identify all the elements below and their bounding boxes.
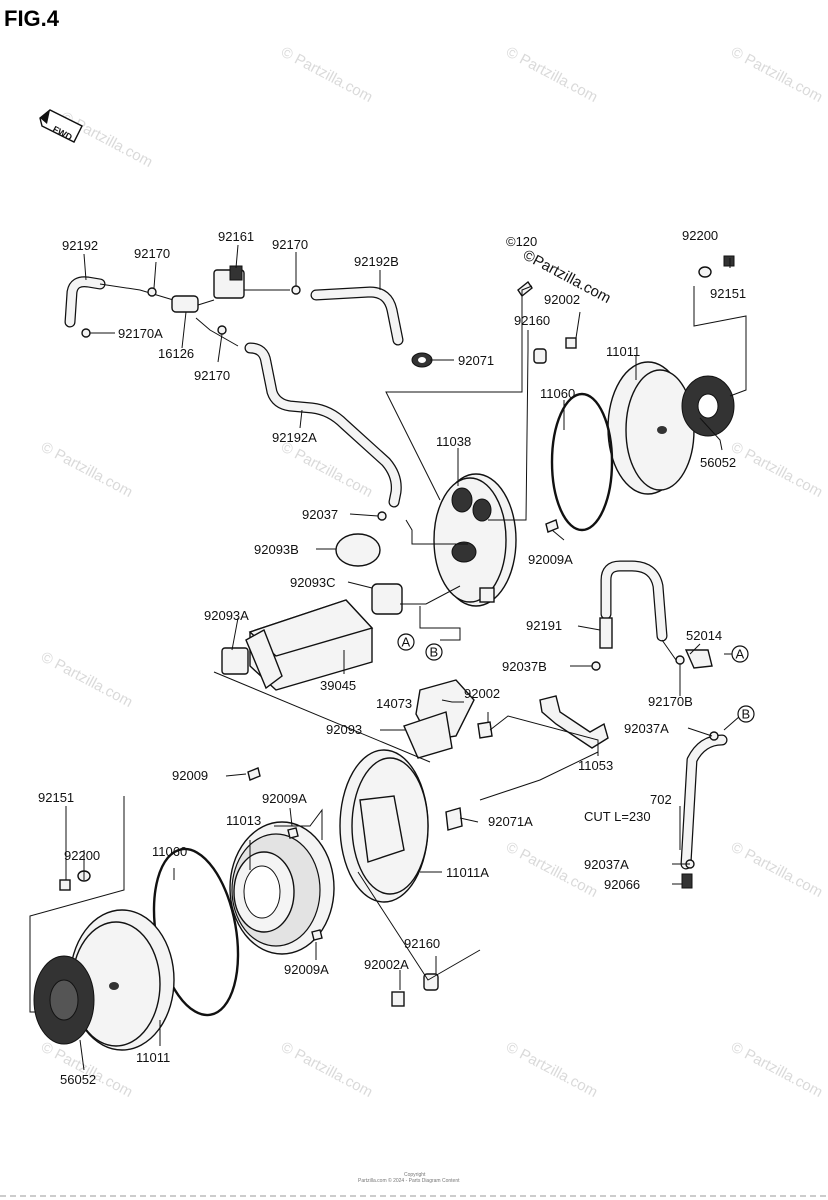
vacuum-hose-assembly [64, 265, 433, 508]
hose-702 [680, 731, 728, 889]
watermark-7: © Partzilla.com [728, 439, 825, 501]
callout-11038: 11038 [436, 434, 471, 449]
callout-92093B: 92093B [254, 542, 299, 557]
callout-92151-low: 92151 [38, 790, 74, 805]
callout-92192B: 92192B [354, 254, 399, 269]
callout-92037B: 92037B [502, 659, 547, 674]
bolt-92009A-top [545, 519, 559, 533]
callout-92002: 92002 [544, 292, 580, 307]
callout-52014: 52014 [686, 628, 722, 643]
reference-markers: A B A B [397, 633, 755, 723]
watermark-6: © Partzilla.com [278, 439, 375, 501]
ref-a-label-2: A [736, 647, 745, 662]
callout-92160-top: 92160 [514, 313, 550, 328]
gasket-92093B [335, 533, 381, 567]
backing-plate-11038 [433, 473, 517, 607]
footer-copyright-2: Partzilla.com © 2024 - Parts Diagram Con… [358, 1177, 460, 1184]
ref-b-marker-2 [737, 705, 755, 723]
callout-92192: 92192 [62, 238, 98, 253]
watermark-5: © Partzilla.com [38, 439, 135, 501]
callout-92037: 92037 [302, 507, 338, 522]
callout-92009A-top: 92009A [528, 552, 573, 567]
callout-cut-length: CUT L=230 [584, 809, 651, 824]
callout-56052-top: 56052 [700, 455, 736, 470]
watermark-12: © Partzilla.com [278, 1039, 375, 1101]
watermark-3: © Partzilla.com [503, 44, 600, 106]
resonator-39045 [221, 599, 374, 691]
callout-92071: 92071 [458, 353, 494, 368]
bracket-11053 [539, 695, 609, 749]
callout-11011-low: 11011 [136, 1050, 170, 1065]
ref-b-marker-1 [425, 643, 443, 661]
low-fasteners [59, 767, 439, 1007]
callout-92009: 92009 [172, 768, 208, 783]
callout-11011-top: 11011 [606, 344, 640, 359]
ref-a-marker-2 [731, 645, 749, 663]
ref-a-marker-1 [397, 633, 415, 651]
callout-92009A-low: 92009A [284, 962, 329, 977]
filter-mesh-56052-low [33, 955, 95, 1045]
callout-92200-low: 92200 [64, 848, 100, 863]
callout-120: ©120 [506, 234, 537, 249]
watermark-8: © Partzilla.com [38, 649, 135, 711]
callout-92002A: 92002A [364, 957, 409, 972]
callout-92071A: 92071A [488, 814, 533, 829]
clamp-92037 [377, 511, 387, 521]
gasket-92093C [371, 583, 403, 615]
callout-92009A-mid: 92009A [262, 791, 307, 806]
callout-56052-low: 56052 [60, 1072, 96, 1087]
callout-92037A-top: 92037A [624, 721, 669, 736]
callout-11053: 11053 [578, 758, 613, 773]
leader-lines [29, 244, 747, 1071]
callout-11011A: 11011A [446, 865, 489, 880]
callout-92170-mid: 92170 [272, 237, 308, 252]
callout-92170-low: 92170 [194, 368, 230, 383]
callout-14073: 14073 [376, 696, 412, 711]
callout-39045: 39045 [320, 678, 356, 693]
callout-92192A: 92192A [272, 430, 317, 445]
ref-a-label-1: A [402, 635, 411, 650]
oring-11060-top [550, 392, 614, 532]
callout-92161: 92161 [218, 229, 254, 244]
ref-b-label-2: B [742, 707, 751, 722]
watermark-10: © Partzilla.com [728, 839, 825, 901]
callout-11060-low: 11060 [152, 844, 187, 859]
callout-92037A-low: 92037A [584, 857, 629, 872]
callout-92093: 92093 [326, 722, 362, 737]
watermark-14: © Partzilla.com [728, 1039, 825, 1101]
cover-11011-low [69, 909, 175, 1051]
ref-b-label-1: B [430, 645, 439, 660]
watermark-13: © Partzilla.com [503, 1039, 600, 1101]
callout-92151-top: 92151 [710, 286, 746, 301]
callout-92170A: 92170A [118, 326, 163, 341]
callout-92093A: 92093A [204, 608, 249, 623]
callout-92093C: 92093C [290, 575, 336, 590]
cover-11011-top [607, 361, 695, 495]
housing-11011A [339, 749, 463, 903]
callout-92002-mid: 92002 [464, 686, 500, 701]
callout-92160-low: 92160 [404, 936, 440, 951]
callout-92200-top: 92200 [682, 228, 718, 243]
part-callouts: 92192 92170 92161 92170 92192B ©120 9220… [38, 228, 746, 1087]
callout-92170B: 92170B [648, 694, 693, 709]
filter-element-11013 [229, 821, 335, 955]
watermark-4: © Partzilla.com [728, 44, 825, 106]
callout-11013: 11013 [226, 813, 261, 828]
hose-92191 [591, 560, 713, 671]
callout-92191: 92191 [526, 618, 562, 633]
callout-92066: 92066 [604, 877, 640, 892]
watermark-2: © Partzilla.com [278, 44, 375, 106]
filter-mesh-56052-top [681, 375, 735, 437]
duct-14073 [403, 679, 493, 759]
callout-11060-top: 11060 [540, 386, 575, 401]
footer-copyright-1: Copyright [404, 1172, 426, 1178]
callout-16126: 16126 [158, 346, 194, 361]
callout-702: 702 [650, 792, 672, 807]
figure-title: FIG.4 [4, 6, 60, 31]
callout-92170-top: 92170 [134, 246, 170, 261]
